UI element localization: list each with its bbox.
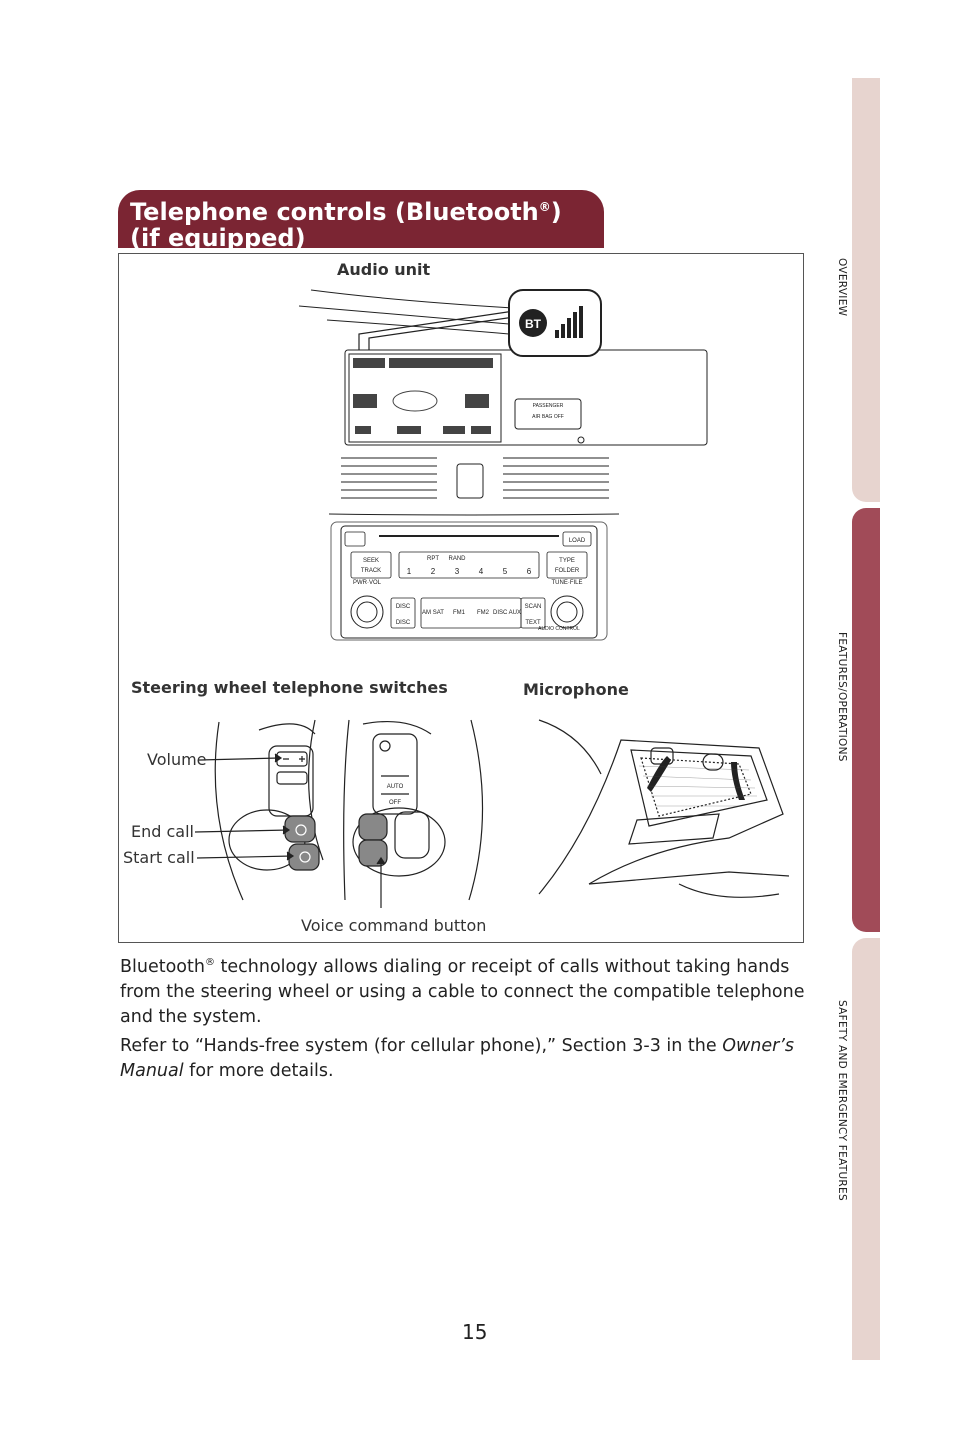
page-number: 15 xyxy=(462,1320,487,1344)
section-title: Telephone controls (Bluetooth®) (if equi… xyxy=(130,194,562,251)
microphone-illustration xyxy=(119,254,805,944)
tab-overview xyxy=(852,78,880,502)
tab-label-safety: SAFETY AND EMERGENCY FEATURES xyxy=(836,1000,848,1201)
tab-features-operations xyxy=(852,508,880,932)
body-paragraph-2: Refer to “Hands-free system (for cellula… xyxy=(120,1034,810,1084)
tab-label-features: FEATURES/OPERATIONS xyxy=(836,632,848,762)
body-paragraph-1: Bluetooth® technology allows dialing or … xyxy=(120,950,810,1030)
tab-safety xyxy=(852,938,880,1360)
telephone-controls-figure: Audio unit xyxy=(118,253,804,943)
tab-label-overview: OVERVIEW xyxy=(836,258,848,316)
